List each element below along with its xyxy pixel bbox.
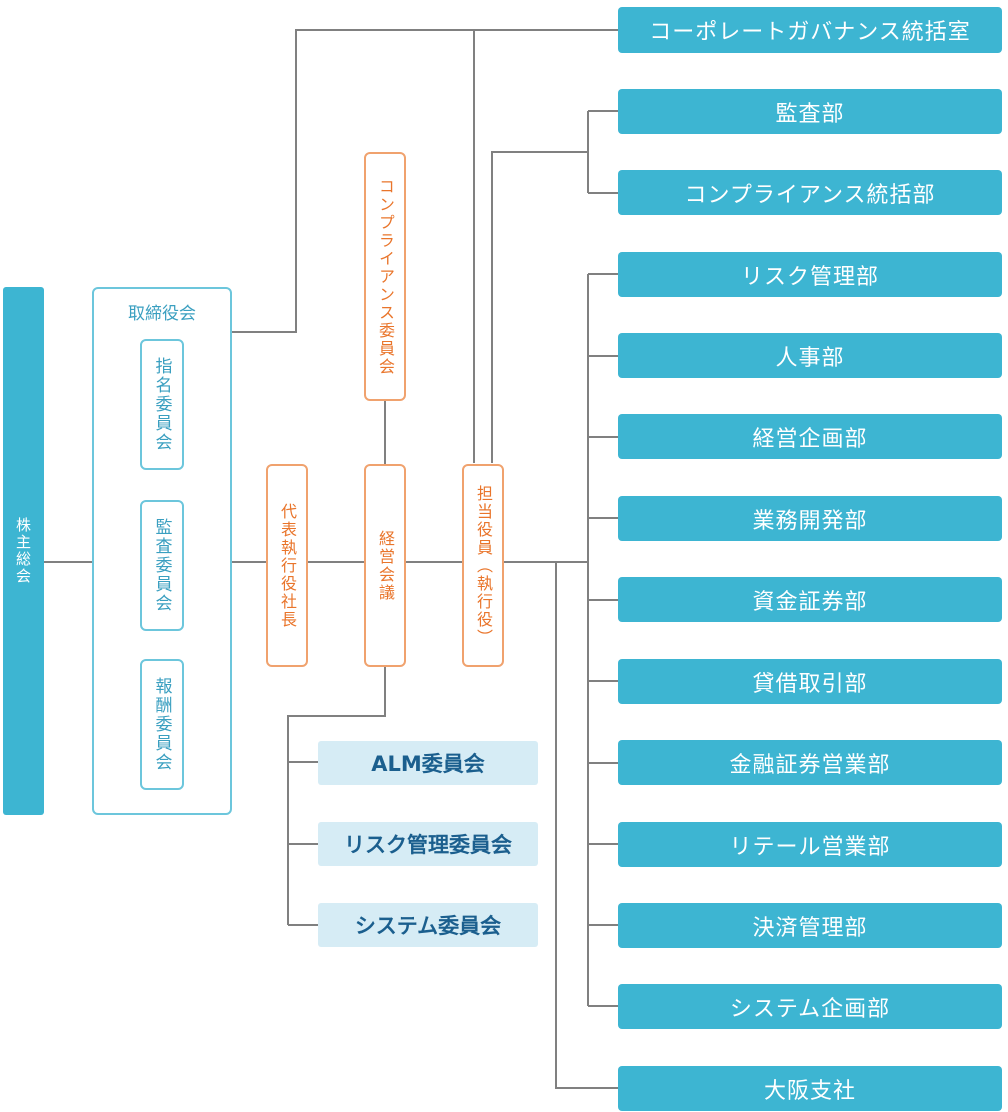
audit-committee: 監査委員会 [140,500,184,631]
dept-loans-lending: 貸借取引部 [618,659,1002,704]
dept-audit: 監査部 [618,89,1002,134]
dept-treasury-securities: 資金証券部 [618,577,1002,622]
compliance-committee: コンプライアンス委員会 [364,152,406,401]
dept-settlement: 決済管理部 [618,903,1002,948]
management-meeting: 経営会議 [364,464,406,667]
executive-officer: 担当役員（執行役） [462,464,504,667]
alm-committee: ALM委員会 [318,741,538,785]
dept-hr: 人事部 [618,333,1002,378]
dept-osaka-branch: 大阪支社 [618,1066,1002,1111]
dept-risk-management: リスク管理部 [618,252,1002,297]
ceo: 代表執行役社長 [266,464,308,667]
dept-corporate-planning: 経営企画部 [618,414,1002,459]
dept-system-planning: システム企画部 [618,984,1002,1029]
nomination-committee: 指名委員会 [140,339,184,470]
dept-corporate-governance: コーポレートガバナンス統括室 [618,7,1002,53]
dept-financial-securities-sales: 金融証券営業部 [618,740,1002,785]
shareholders-meeting: 株主総会 [3,287,44,815]
dept-business-development: 業務開発部 [618,496,1002,541]
risk-management-committee: リスク管理委員会 [318,822,538,866]
compensation-committee: 報酬委員会 [140,659,184,790]
dept-compliance: コンプライアンス統括部 [618,170,1002,215]
dept-retail-sales: リテール営業部 [618,822,1002,867]
system-committee: システム委員会 [318,903,538,947]
board-title: 取締役会 [128,304,196,324]
